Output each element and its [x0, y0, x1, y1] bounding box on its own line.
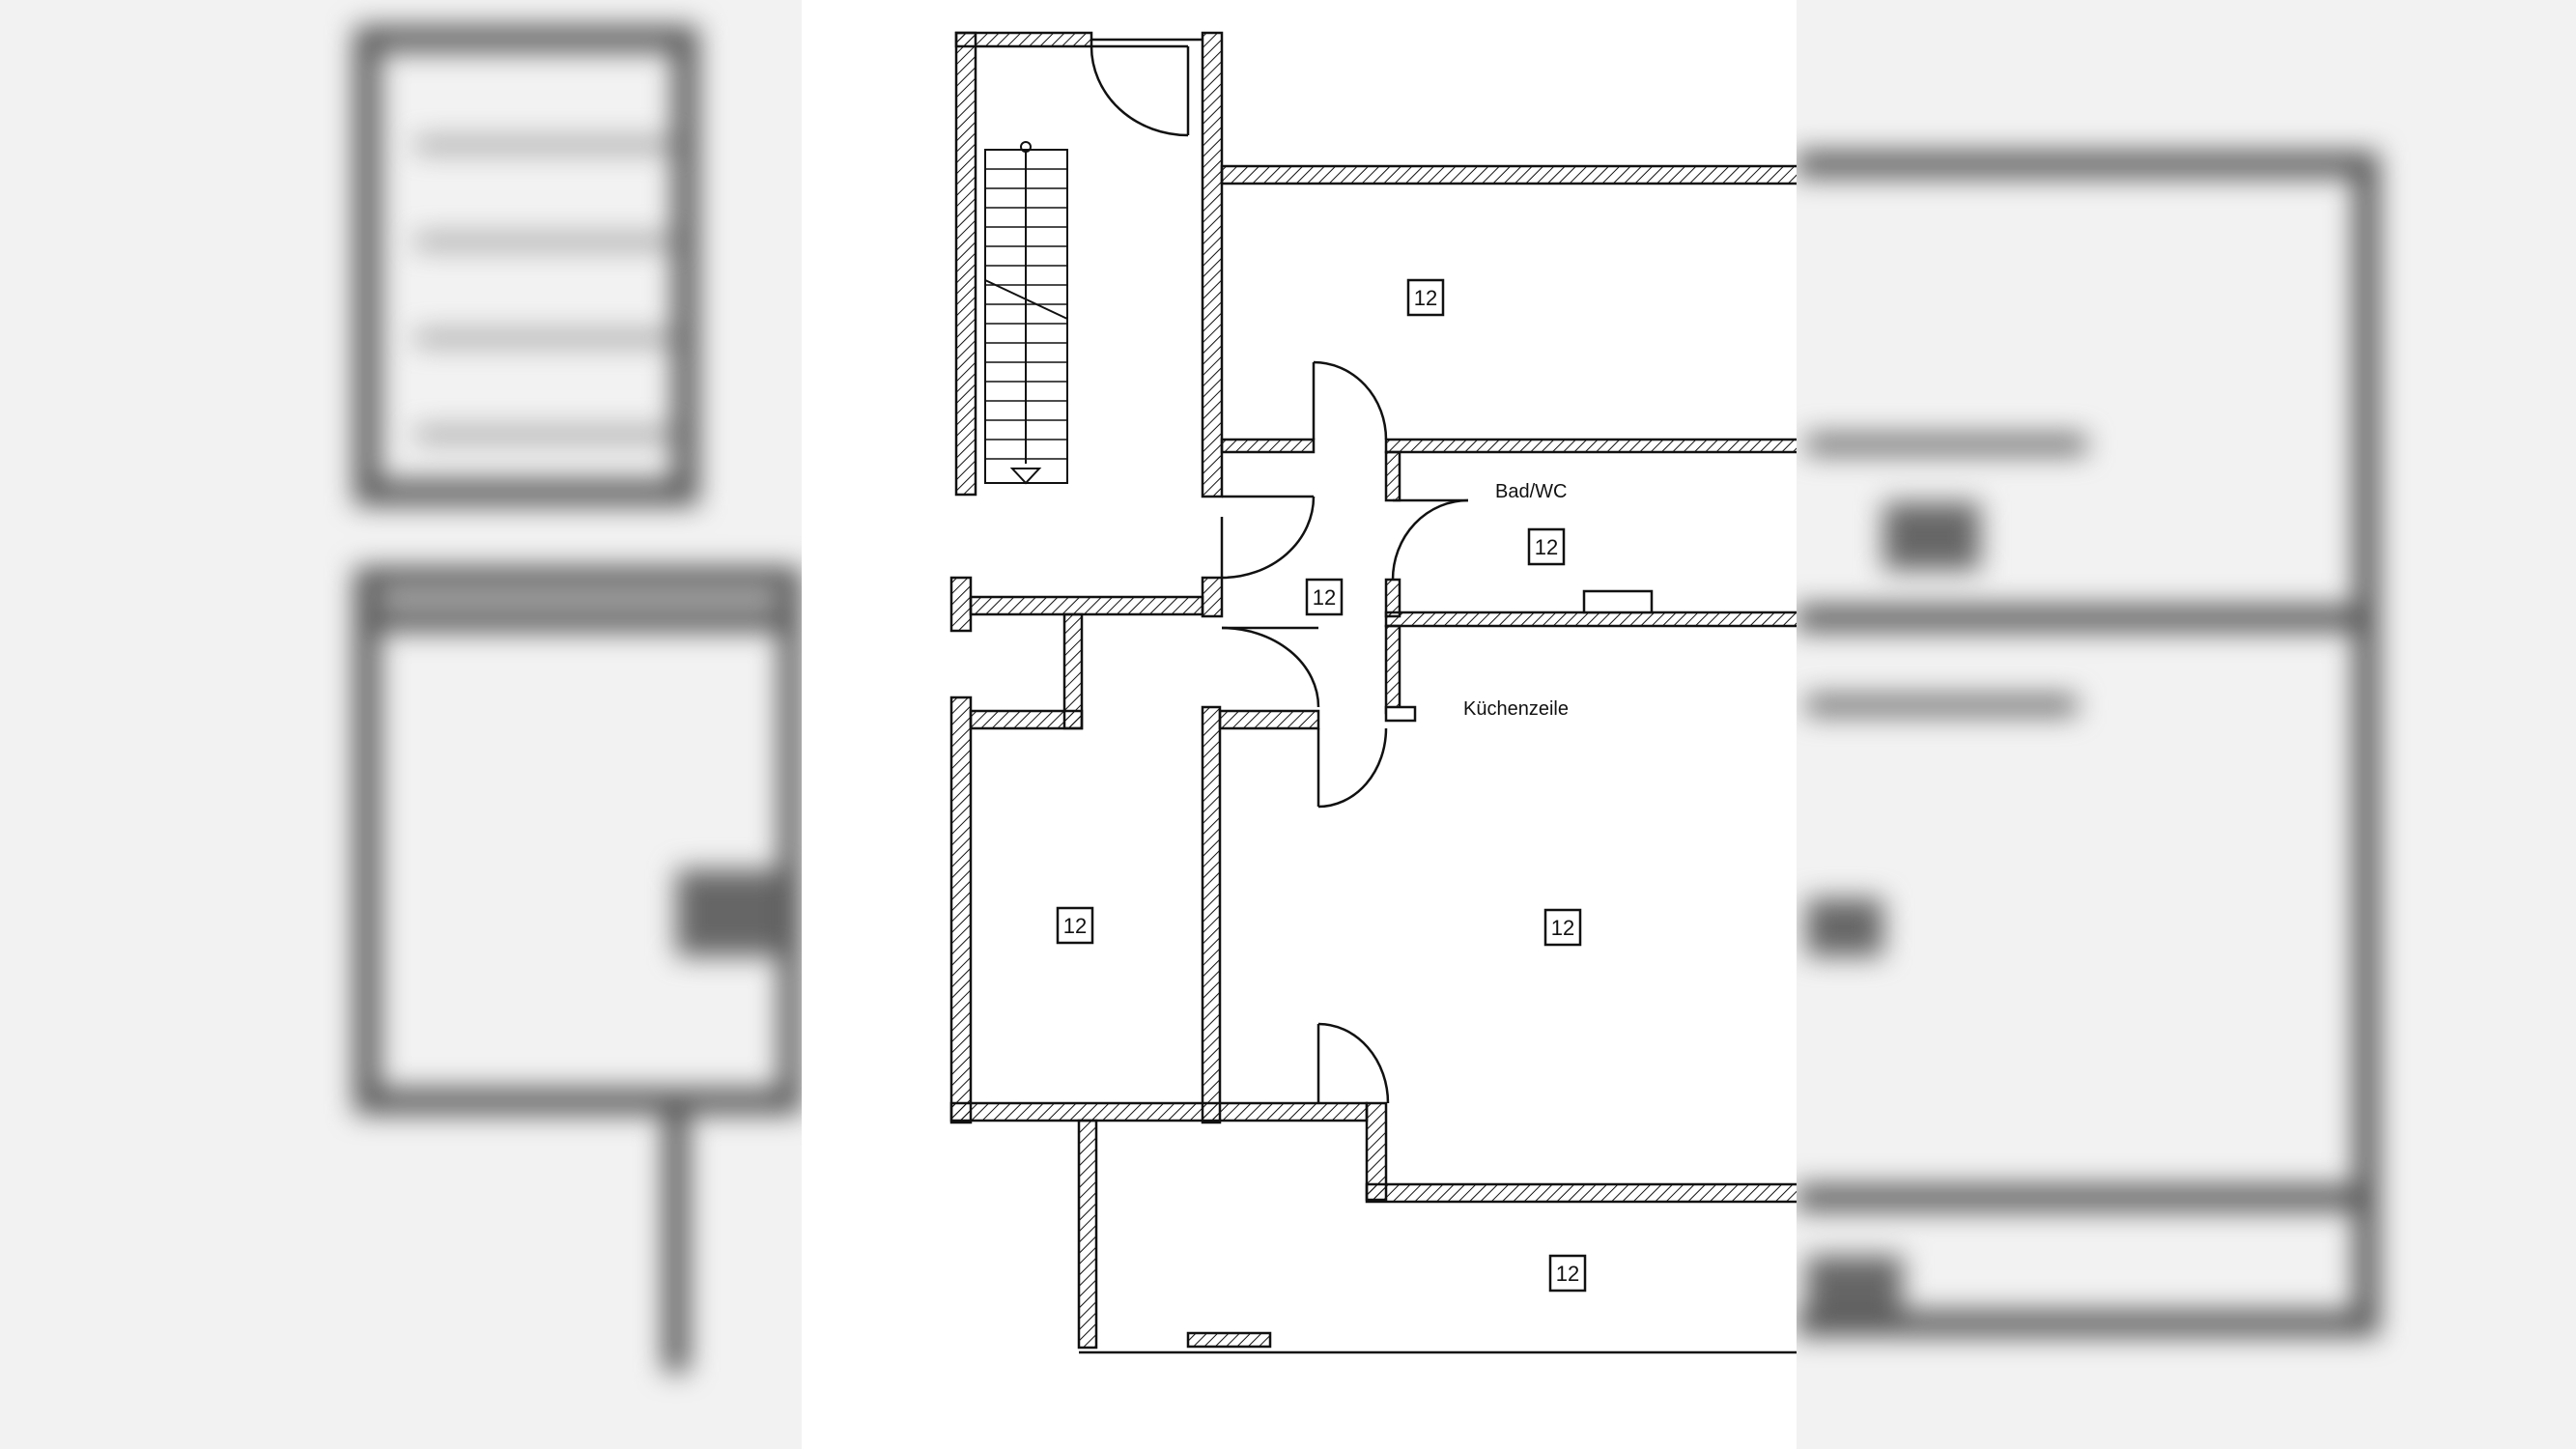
room-code-bathroom: 12	[1535, 535, 1558, 559]
wall-left-bedroom-west	[949, 696, 973, 1124]
bath-fixture	[1582, 589, 1654, 614]
staircase	[984, 141, 1068, 485]
door-left-bedroom	[1221, 626, 1320, 708]
kitchen-counter	[1384, 705, 1417, 723]
balcony-rail	[1186, 1331, 1272, 1349]
door-entrance	[1090, 44, 1190, 137]
door-bathroom	[1391, 498, 1469, 581]
wall-living-south	[1365, 1182, 1797, 1204]
wall-stair-top	[954, 31, 1093, 48]
door-hall-west	[1221, 495, 1316, 580]
wall-left-bedroom-south	[949, 1101, 1369, 1122]
floor-plan: 12 12 12 12 12 12 Bad/WC Küchenzeile	[949, 31, 1797, 1354]
room-code-balcony: 12	[1556, 1262, 1579, 1286]
room-code-box-kitchen-living	[1543, 908, 1582, 947]
walls	[949, 31, 1797, 1350]
wall-bath-west-bottom	[1384, 578, 1401, 618]
blurred-background-left	[0, 0, 802, 1449]
blurred-background-right	[1797, 0, 2576, 1449]
wall-kitchen-west	[1384, 624, 1401, 715]
wall-bath-bottom	[1384, 611, 1797, 628]
wall-bedroom-bottom-left	[1220, 438, 1316, 454]
room-label-kitchen: Küchenzeile	[1463, 698, 1569, 720]
door-bedroom-top	[1312, 360, 1388, 440]
room-label-bathroom: Bad/WC	[1495, 481, 1567, 502]
wall-hall-top-right	[1201, 31, 1224, 498]
room-code-kitchen-living: 12	[1551, 916, 1574, 940]
room-code-box-bathroom	[1527, 527, 1566, 566]
room-code-bedroom-top: 12	[1414, 286, 1437, 310]
wall-hall-stub	[1201, 576, 1224, 618]
door-living	[1316, 727, 1388, 809]
room-code-hallway: 12	[1313, 585, 1336, 610]
wall-hall-south	[969, 595, 1204, 616]
door-balcony	[1316, 1022, 1390, 1104]
wall-bedroom-top	[1220, 164, 1797, 185]
room-code-box-balcony	[1548, 1254, 1587, 1293]
floor-plan-panel: 12 12 12 12 12 12 Bad/WC Küchenzeile	[802, 0, 1797, 1449]
outline-lines	[1079, 38, 1797, 1354]
wall-bedroom-bottom-right	[1384, 438, 1797, 454]
room-code-box-bedroom-left	[1056, 906, 1094, 945]
wall-closet-south	[969, 709, 1084, 730]
wall-balcony-west	[1077, 1119, 1098, 1350]
wall-stair-left	[954, 31, 977, 497]
blurred-plan-right	[1797, 152, 2379, 1336]
room-code-bedroom-left: 12	[1063, 914, 1087, 938]
stair-treads	[985, 168, 1067, 460]
room-code-box-hallway	[1305, 578, 1344, 616]
room-code-box-bedroom-top	[1406, 278, 1445, 317]
blurred-plan-left	[354, 26, 802, 1372]
wall-bath-west-top	[1384, 450, 1401, 502]
wall-living-north-left	[1218, 709, 1320, 730]
wall-left-bedroom-east	[1201, 705, 1222, 1124]
wall-west-stub	[949, 576, 973, 633]
